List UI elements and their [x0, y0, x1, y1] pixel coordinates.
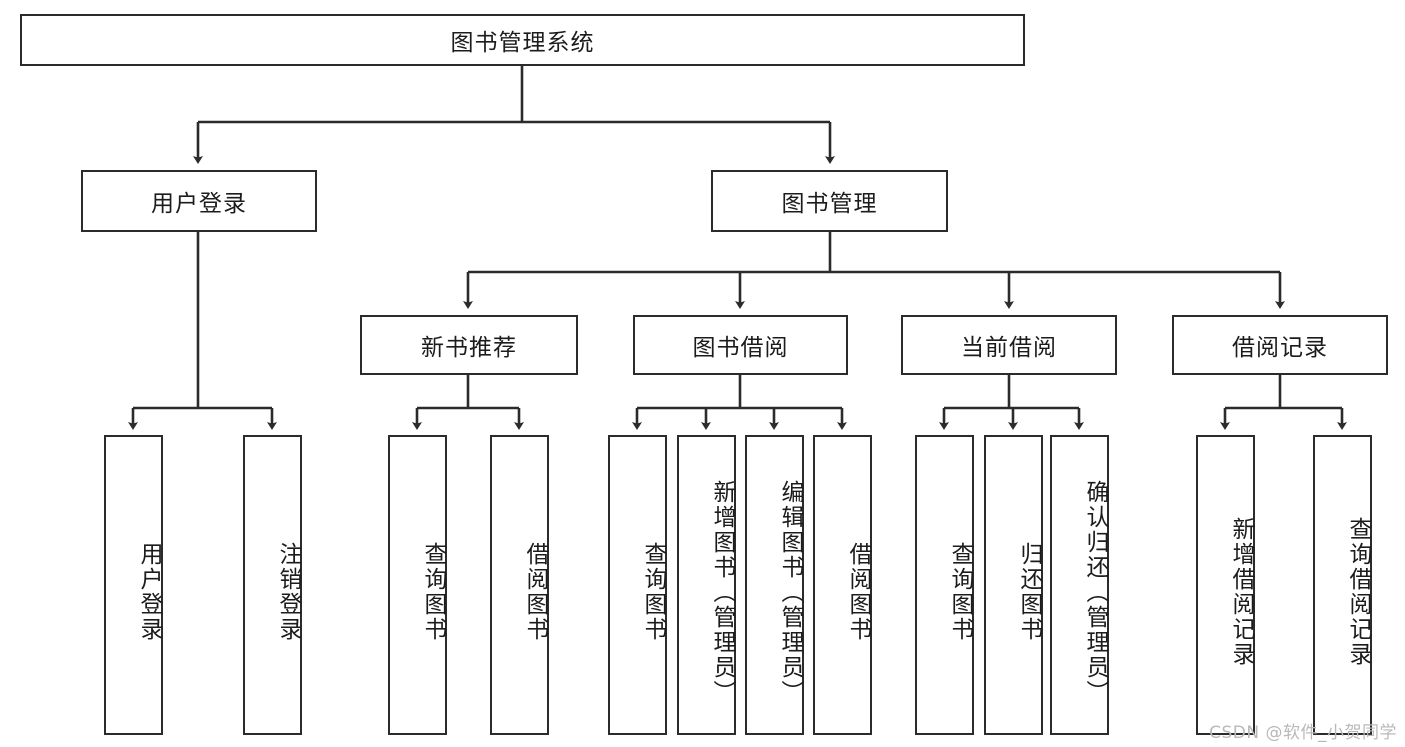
- leaf-query-book-3-label: 查询图书: [947, 542, 973, 642]
- leaf-query-book-3[interactable]: 查询图书: [915, 435, 974, 735]
- leaf-query-book-2-label: 查询图书: [640, 542, 666, 642]
- node-new-book-rec[interactable]: 新书推荐: [360, 315, 578, 375]
- leaf-query-record[interactable]: 查询借阅记录: [1313, 435, 1372, 735]
- leaf-user-login[interactable]: 用户登录: [104, 435, 163, 735]
- node-new-book-rec-label: 新书推荐: [421, 335, 517, 361]
- node-book-manage[interactable]: 图书管理: [711, 170, 948, 232]
- leaf-confirm-return-label: 确认归还（管理员）: [1082, 479, 1108, 705]
- leaf-query-book-2[interactable]: 查询图书: [608, 435, 667, 735]
- leaf-borrow-book-1[interactable]: 借阅图书: [490, 435, 549, 735]
- leaf-edit-book[interactable]: 编辑图书（管理员）: [745, 435, 804, 735]
- node-current-borrow-label: 当前借阅: [961, 335, 1057, 361]
- leaf-return-book-label: 归还图书: [1016, 542, 1042, 642]
- leaf-user-login-label: 用户登录: [136, 542, 162, 642]
- leaf-borrow-book-2[interactable]: 借阅图书: [813, 435, 872, 735]
- node-root[interactable]: 图书管理系统: [20, 14, 1025, 66]
- node-root-label: 图书管理系统: [450, 30, 595, 56]
- leaf-user-logout[interactable]: 注销登录: [243, 435, 302, 735]
- node-current-borrow[interactable]: 当前借阅: [901, 315, 1117, 375]
- node-borrow-record-label: 借阅记录: [1232, 335, 1328, 361]
- leaf-add-book-label: 新增图书（管理员）: [709, 479, 735, 705]
- node-borrow-record[interactable]: 借阅记录: [1172, 315, 1388, 375]
- leaf-return-book[interactable]: 归还图书: [984, 435, 1043, 735]
- leaf-user-logout-label: 注销登录: [275, 542, 301, 642]
- leaf-edit-book-label: 编辑图书（管理员）: [777, 479, 803, 705]
- node-user-login[interactable]: 用户登录: [81, 170, 317, 232]
- node-book-borrow[interactable]: 图书借阅: [633, 315, 848, 375]
- leaf-add-book[interactable]: 新增图书（管理员）: [677, 435, 736, 735]
- leaf-borrow-book-2-label: 借阅图书: [845, 542, 871, 642]
- leaf-add-record[interactable]: 新增借阅记录: [1196, 435, 1255, 735]
- leaf-add-record-label: 新增借阅记录: [1228, 517, 1254, 667]
- leaf-query-book-1[interactable]: 查询图书: [388, 435, 447, 735]
- leaf-query-record-label: 查询借阅记录: [1345, 517, 1371, 667]
- node-book-manage-label: 图书管理: [781, 191, 878, 217]
- node-user-login-label: 用户登录: [151, 191, 247, 217]
- watermark: CSDN @软件_小贺同学: [1209, 723, 1397, 743]
- leaf-borrow-book-1-label: 借阅图书: [522, 542, 548, 642]
- leaf-query-book-1-label: 查询图书: [420, 542, 446, 642]
- leaf-confirm-return[interactable]: 确认归还（管理员）: [1050, 435, 1109, 735]
- node-book-borrow-label: 图书借阅: [692, 335, 789, 361]
